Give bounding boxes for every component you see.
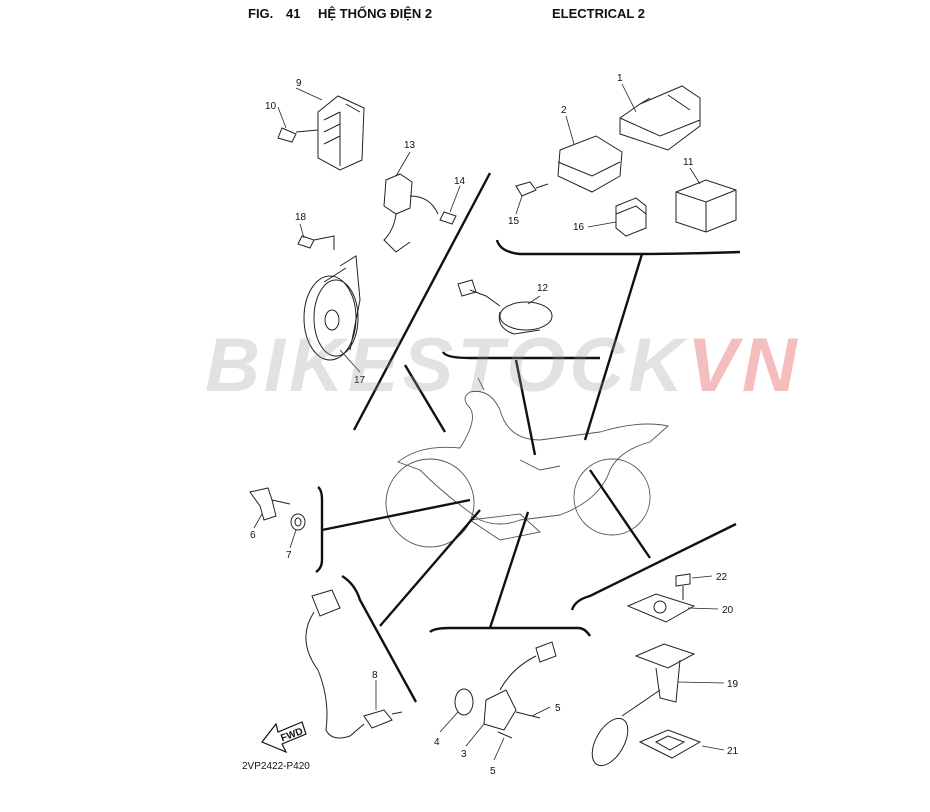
watermark-accent: VN: [687, 323, 801, 408]
title-english: ELECTRICAL 2: [552, 6, 645, 21]
callout-4: 4: [434, 737, 440, 748]
callout-21: 21: [727, 746, 739, 757]
part-8-sensor: [305, 589, 403, 739]
part-12-condenser: [457, 279, 553, 335]
watermark: BIKESTOCKVN: [205, 322, 801, 409]
part-10-bolt: [277, 127, 319, 143]
callout-7: 7: [286, 550, 292, 561]
callout-5a: 5: [555, 703, 561, 714]
callout-19: 19: [727, 679, 739, 690]
callout-16: 16: [573, 222, 585, 233]
part-code: 2VP2422-P420: [242, 761, 310, 772]
callout-17: 17: [354, 375, 366, 386]
part-16-relay: [615, 197, 647, 237]
callout-11: 11: [683, 157, 694, 168]
part-1-unit: [619, 85, 701, 151]
part-14-bolt: [439, 211, 457, 225]
callout-13: 13: [404, 140, 416, 151]
part-13-relay: [383, 173, 439, 253]
callout-15: 15: [508, 216, 520, 227]
part-15-connector: [515, 181, 549, 197]
callout-10: 10: [265, 101, 277, 112]
parts-3-4-5-group: [454, 641, 557, 739]
fwd-label: FWD: [279, 726, 304, 744]
figure-number: 41: [286, 6, 301, 21]
part-2-relay: [557, 135, 623, 193]
title-vietnamese: HỆ THỐNG ĐIỆN 2: [318, 6, 433, 21]
callout-2: 2: [561, 105, 567, 116]
figure-label: FIG.: [248, 6, 274, 21]
part-11-relay: [675, 179, 737, 233]
watermark-main: BIKESTOCK: [205, 323, 688, 408]
callout-22: 22: [716, 572, 728, 583]
callout-20: 20: [722, 605, 734, 616]
callout-5b: 5: [490, 766, 496, 777]
part-20-gasket: [626, 593, 696, 623]
part-19-sender: [591, 643, 696, 767]
callout-8: 8: [372, 670, 378, 681]
callout-1: 1: [617, 73, 623, 84]
part-21-gasket: [638, 729, 702, 759]
part-7-washer: [290, 513, 306, 531]
callout-18: 18: [295, 212, 307, 223]
callout-6: 6: [250, 530, 256, 541]
part-22-bolt: [675, 573, 691, 600]
callout-14: 14: [454, 176, 466, 187]
part-6-sensor: [249, 487, 291, 521]
fwd-arrow-icon: FWD: [261, 721, 307, 754]
callout-12: 12: [537, 283, 549, 294]
part-17-horn: [303, 255, 361, 361]
part-9-regulator: [317, 95, 365, 171]
callout-9: 9: [296, 78, 302, 89]
motorcycle-outline: [385, 377, 669, 548]
part-18-bolt: [297, 235, 335, 250]
callout-3: 3: [461, 749, 467, 760]
